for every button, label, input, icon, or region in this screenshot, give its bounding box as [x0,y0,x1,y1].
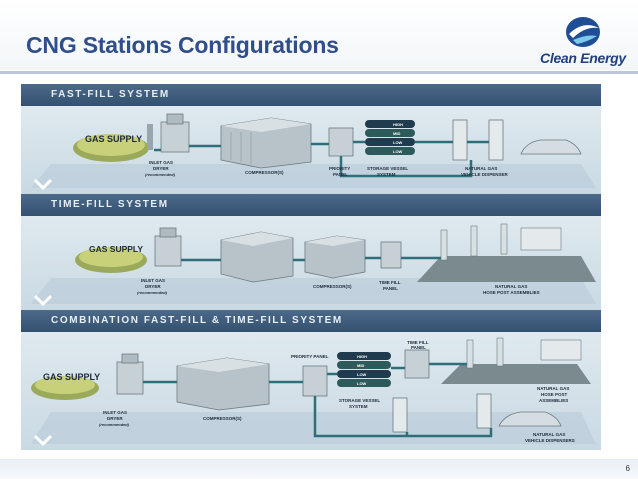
compressor-label: COMPRESSOR(S) [203,416,242,421]
dispenser-label: NATURAL GAS [465,166,497,171]
section-title: COMBINATION FAST-FILL & TIME-FILL SYSTEM [51,315,343,326]
tank-label: LOW [393,149,403,154]
dryer-label: DRYER [153,166,169,171]
tank-label: LOW [357,381,367,386]
section-title: FAST-FILL SYSTEM [51,89,170,100]
dryer-icon [154,227,182,267]
compressor-icon [220,117,312,169]
dryer-label: (recommended) [145,172,176,177]
header-rule [0,71,638,74]
hose-label: NATURAL GAS [495,284,527,289]
tank-label: MID [393,131,400,136]
dryer-label: INLET GAS [141,278,165,283]
time-fill-panel-icon [380,241,402,269]
dryer-label: (recommended) [137,290,168,295]
dryer-label: DRYER [145,284,161,289]
gas-supply-label: GAS SUPPLY [89,244,143,254]
panel-label: PANEL [411,345,426,350]
panel-label: TIME FILL [379,280,401,285]
logo-text: Clean Energy [540,50,626,66]
panel-label: TIME FILL [407,340,429,345]
time-fill-diagram: GAS SUPPLY INLET GAS [31,223,596,307]
gas-supply-icon [75,247,147,273]
panel-label: PANEL [383,286,398,291]
priority-label: PANEL [333,172,348,177]
storage-tanks-icon [337,352,391,387]
compressor-label: COMPRESSOR(S) [245,170,284,175]
tank-label: LOW [357,372,367,377]
clean-energy-logo: Clean Energy [533,14,633,70]
slide-title: CNG Stations Configurations [26,32,339,58]
combination-diagram: GAS SUPPLY HIGH MID LOW LOW [31,337,596,447]
gas-supply-icon [73,134,149,162]
dispenser-label: NATURAL GAS [533,432,565,437]
hose-label: HOSE POST [541,392,568,397]
dryer-icon [116,353,144,395]
hose-label: HOSE POST ASSEMBLIES [483,290,540,295]
diagram-panel: FAST-FILL SYSTEM GAS SUPPLY [21,84,601,450]
tank-label: HIGH [357,354,367,359]
chevron-down-icon [33,434,53,447]
dispenser-label: VEHICLE DISPENSER [461,172,509,177]
dryer-label: INLET GAS [149,160,173,165]
dispenser-icon [392,393,492,433]
tank-label: MID [357,363,364,368]
car-icon [498,411,562,427]
priority-panel-icon [302,365,328,397]
dryer-label: (recommended) [99,422,130,427]
car-icon [520,139,582,155]
time-fill-panel-icon [404,349,430,379]
slide-header: CNG Stations Configurations Clean Energy [0,0,638,70]
priority-panel-icon [328,127,354,157]
chevron-down-icon [33,178,53,191]
hose-posts-icon [417,223,596,282]
priority-label: PRIORITY PANEL [291,354,329,359]
compressor-label: COMPRESSOR(S) [313,284,352,289]
hose-label: NATURAL GAS [537,386,569,391]
tank-label: HIGH [393,122,403,127]
compressor-icon [176,357,270,411]
gas-supply-icon [31,376,99,400]
page-number: 6 [625,464,630,473]
slide-footer: 6 [0,459,638,479]
section-header-time-fill: TIME-FILL SYSTEM [21,194,601,216]
section-header-combination: COMBINATION FAST-FILL & TIME-FILL SYSTEM [21,310,601,332]
storage-label: SYSTEM [349,404,368,409]
gas-supply-label: GAS SUPPLY [85,134,142,144]
tank-label: LOW [393,140,403,145]
dispenser-icon [452,119,504,161]
priority-label: PRIORITY [329,166,350,171]
storage-label: SYSTEM [377,172,396,177]
dryer-icon [160,113,190,153]
logo-mark-icon [566,17,600,47]
storage-tanks-icon [365,120,415,155]
fast-fill-diagram: GAS SUPPLY HIGH M [31,113,596,191]
dryer-label: INLET GAS [103,410,127,415]
dispenser-label: VEHICLE DISPENSERS [525,438,575,443]
section-time-fill: GAS SUPPLY INLET GAS [21,216,601,310]
section-fast-fill: GAS SUPPLY HIGH M [21,106,601,194]
chevron-down-icon [33,294,53,307]
section-title: TIME-FILL SYSTEM [51,199,169,210]
storage-label: STORAGE VESSEL [367,166,408,171]
gas-supply-label: GAS SUPPLY [43,372,100,382]
dryer-label: DRYER [107,416,123,421]
storage-label: STORAGE VESSEL [339,398,380,403]
section-header-fast-fill: FAST-FILL SYSTEM [21,84,601,106]
compressor-icon [220,231,366,283]
hose-posts-icon [441,337,591,384]
section-combination: GAS SUPPLY HIGH MID LOW LOW [21,332,601,450]
hose-label: ASSEMBLIES [539,398,568,403]
